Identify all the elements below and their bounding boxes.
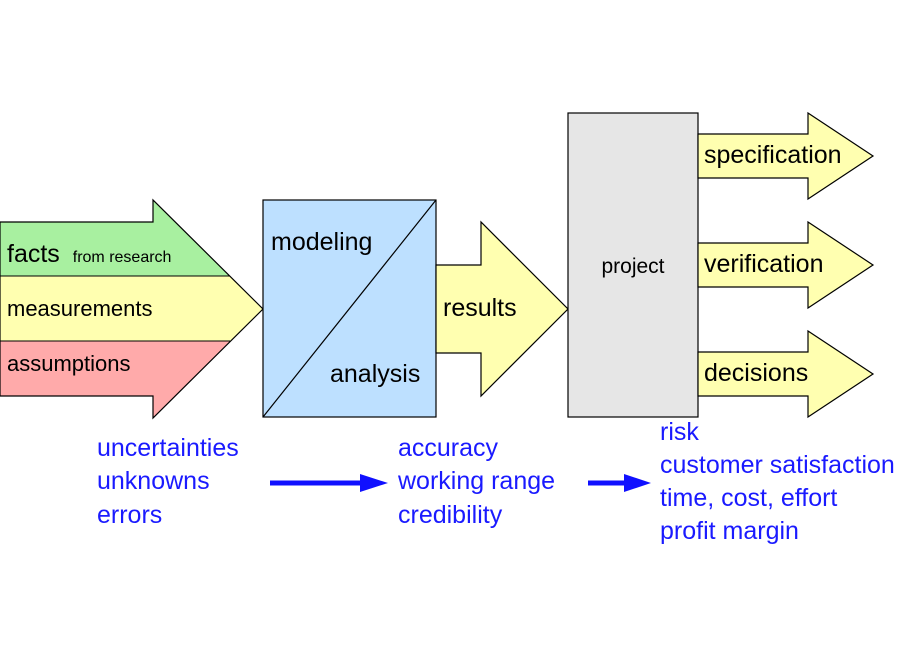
concern-profit-margin: profit margin (660, 517, 799, 545)
blue-arrow-2 (588, 474, 651, 492)
modeling-analysis-box: modeling analysis (262, 199, 437, 418)
output-arrow-specification: specification (697, 111, 875, 201)
concern-credibility: credibility (398, 501, 503, 529)
output-arrow-decisions: decisions (697, 329, 875, 419)
analysis-label: analysis (330, 360, 420, 388)
concern-risk: risk (660, 418, 699, 446)
measurements-band (0, 276, 263, 341)
input-arrow: facts from research measurements assumpt… (0, 198, 264, 420)
facts-note: from research (73, 249, 172, 266)
concern-time-cost-effort: time, cost, effort (660, 484, 837, 512)
diagonal-divider (262, 199, 437, 418)
blue-arrow-head (624, 474, 651, 492)
input-concerns: uncertainties unknowns errors (97, 434, 239, 529)
modeling-label: modeling (271, 228, 372, 256)
concern-uncertainties: uncertainties (97, 434, 239, 462)
concern-accuracy: accuracy (398, 434, 499, 462)
project-label: project (601, 255, 664, 278)
results-arrow: results (435, 220, 569, 398)
assumptions-label: assumptions (7, 351, 131, 376)
result-concerns: accuracy working range credibility (397, 434, 555, 529)
concern-errors: errors (97, 501, 162, 529)
concern-customer-satisfaction: customer satisfaction (660, 451, 895, 479)
svg-text:facts from research: facts from research (7, 240, 171, 268)
verification-label: verification (704, 250, 824, 278)
decisions-label: decisions (704, 359, 808, 387)
facts-label: facts (7, 240, 60, 268)
project-box: project (567, 112, 699, 418)
measurements-label: measurements (7, 296, 153, 321)
concern-unknowns: unknowns (97, 467, 210, 495)
blue-arrow-head (360, 474, 388, 492)
input-arrow-outline (0, 198, 264, 420)
project-concerns: risk customer satisfaction time, cost, e… (660, 418, 895, 545)
blue-arrow-1 (270, 474, 388, 492)
concern-working-range: working range (397, 467, 555, 495)
output-arrow-verification: verification (697, 220, 875, 310)
results-label: results (443, 294, 517, 322)
specification-label: specification (704, 141, 842, 169)
